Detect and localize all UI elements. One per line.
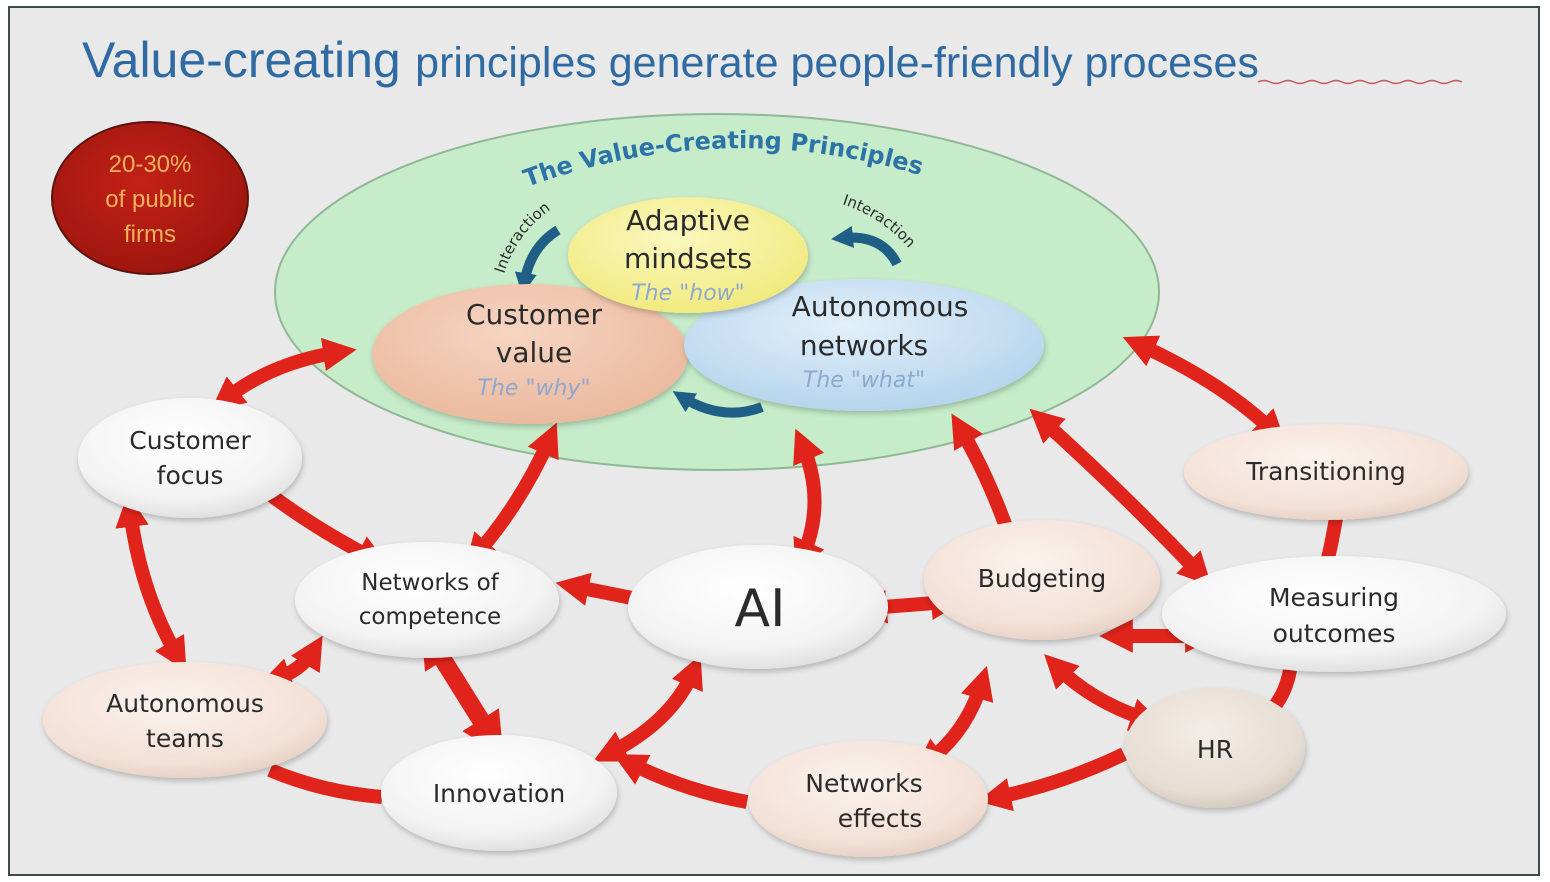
page-title: Value-creating principles generate peopl… [82, 32, 1259, 88]
autonomous-networks-line-1: Autonomous [792, 290, 969, 323]
networks-of-competence-line-2: competence [359, 604, 501, 630]
node-innovation[interactable]: Innovation [381, 735, 617, 851]
hr-shape [1125, 688, 1305, 808]
customer-focus-line-1: Customer [129, 426, 251, 455]
badge-line-3: firms [124, 221, 176, 248]
adaptive-mindsets-shape [568, 197, 808, 313]
measuring-outcomes-line-1: Measuring [1269, 583, 1399, 612]
diagram-canvas: Value-creating principles generate peopl… [43, 32, 1506, 857]
customer-focus-shape [78, 398, 302, 518]
measuring-outcomes-line-2: outcomes [1273, 619, 1396, 648]
customer-focus-line-2: focus [157, 461, 224, 490]
node-autonomous-teams[interactable]: Autonomous teams [43, 662, 327, 778]
principle-customer-value[interactable]: Customer value The "why" [372, 284, 688, 424]
line-measuring-hr [1268, 668, 1297, 712]
hr-label: HR [1197, 735, 1233, 764]
node-measuring-outcomes[interactable]: Measuring outcomes [1162, 556, 1506, 672]
stat-badge-shape [51, 121, 249, 275]
innovation-shape [381, 735, 617, 851]
adaptive-mindsets-sub: The "how" [631, 281, 745, 306]
autonomous-networks-line-2: networks [800, 329, 928, 362]
arrow-customerfocus-autoteams [115, 493, 187, 672]
arrow-ai-innovation [592, 654, 703, 762]
interaction-arrow-right [831, 225, 902, 267]
interaction-arrow-left [514, 225, 561, 295]
ai-label: AI [735, 579, 786, 639]
spellcheck-underline [1257, 79, 1463, 85]
adaptive-mindsets-line-1: Adaptive [626, 204, 750, 237]
stat-badge: 20-30% of public firms [51, 121, 249, 275]
autonomous-networks-sub: The "what" [803, 368, 925, 393]
principle-adaptive-mindsets[interactable]: Adaptive mindsets The "how" [568, 197, 808, 313]
arrow-competence-innovation [420, 623, 504, 757]
customer-value-sub: The "why" [477, 376, 590, 401]
transitioning-label: Transitioning [1245, 457, 1406, 486]
arrow-competence-principles [464, 422, 559, 568]
autonomous-teams-line-1: Autonomous [106, 689, 264, 718]
adaptive-mindsets-line-2: mindsets [624, 242, 752, 275]
innovation-label: Innovation [433, 779, 565, 808]
networks-of-competence-line-1: Networks of [361, 570, 499, 596]
arrow-transitioning-principles [1122, 335, 1287, 444]
transitioning-shape [1184, 424, 1468, 520]
arrow-networkeffects-innovation [613, 754, 749, 809]
customer-value-line-2: value [496, 336, 572, 369]
arrow-customerfocus-principles [210, 337, 357, 411]
networks-of-competence-shape [295, 542, 559, 658]
node-budgeting[interactable]: Budgeting [924, 520, 1160, 640]
node-hr[interactable]: HR [1125, 688, 1305, 808]
line-innovation-autoteams [267, 763, 383, 804]
budgeting-shape [924, 520, 1160, 640]
arrow-budgeting-networkeffects [913, 665, 994, 773]
line-transitioning-measuring [1321, 516, 1343, 560]
measuring-outcomes-shape [1162, 556, 1506, 672]
node-customer-focus[interactable]: Customer focus [78, 398, 302, 518]
interaction-arrow-bottom [672, 391, 764, 418]
title-part2: principles generate people-friendly proc… [415, 39, 1259, 87]
node-networks-effects[interactable]: Networks effects [748, 741, 988, 857]
autonomous-networks-shape [684, 279, 1044, 411]
node-transitioning[interactable]: Transitioning [1184, 424, 1468, 520]
autonomous-teams-shape [43, 662, 327, 778]
customer-value-line-1: Customer [466, 298, 602, 331]
arrow-budgeting-hr [1044, 654, 1164, 731]
badge-line-1: 20-30% [109, 151, 192, 178]
arrow-hr-networkeffects [977, 747, 1128, 812]
slide: Value-creating principles generate peopl… [8, 6, 1540, 876]
title-part1: Value-creating [82, 32, 401, 88]
arrow-measuring-principles [1029, 408, 1212, 587]
interaction-arrows [514, 225, 902, 418]
principle-autonomous-networks[interactable]: Autonomous networks The "what" [684, 279, 1044, 411]
badge-line-2: of public [105, 186, 194, 213]
networks-effects-line-2: effects [838, 804, 923, 833]
ai-shape [628, 545, 888, 669]
customer-value-shape [372, 284, 688, 424]
node-ai[interactable]: AI [628, 545, 888, 669]
arrow-ai-principles [793, 428, 825, 574]
arrow-autoteams-competence [258, 635, 323, 691]
budgeting-label: Budgeting [978, 564, 1107, 593]
autonomous-teams-line-2: teams [146, 724, 224, 753]
networks-effects-line-1: Networks [805, 769, 922, 798]
networks-effects-shape [748, 741, 988, 857]
node-networks-of-competence[interactable]: Networks of competence [295, 542, 559, 658]
